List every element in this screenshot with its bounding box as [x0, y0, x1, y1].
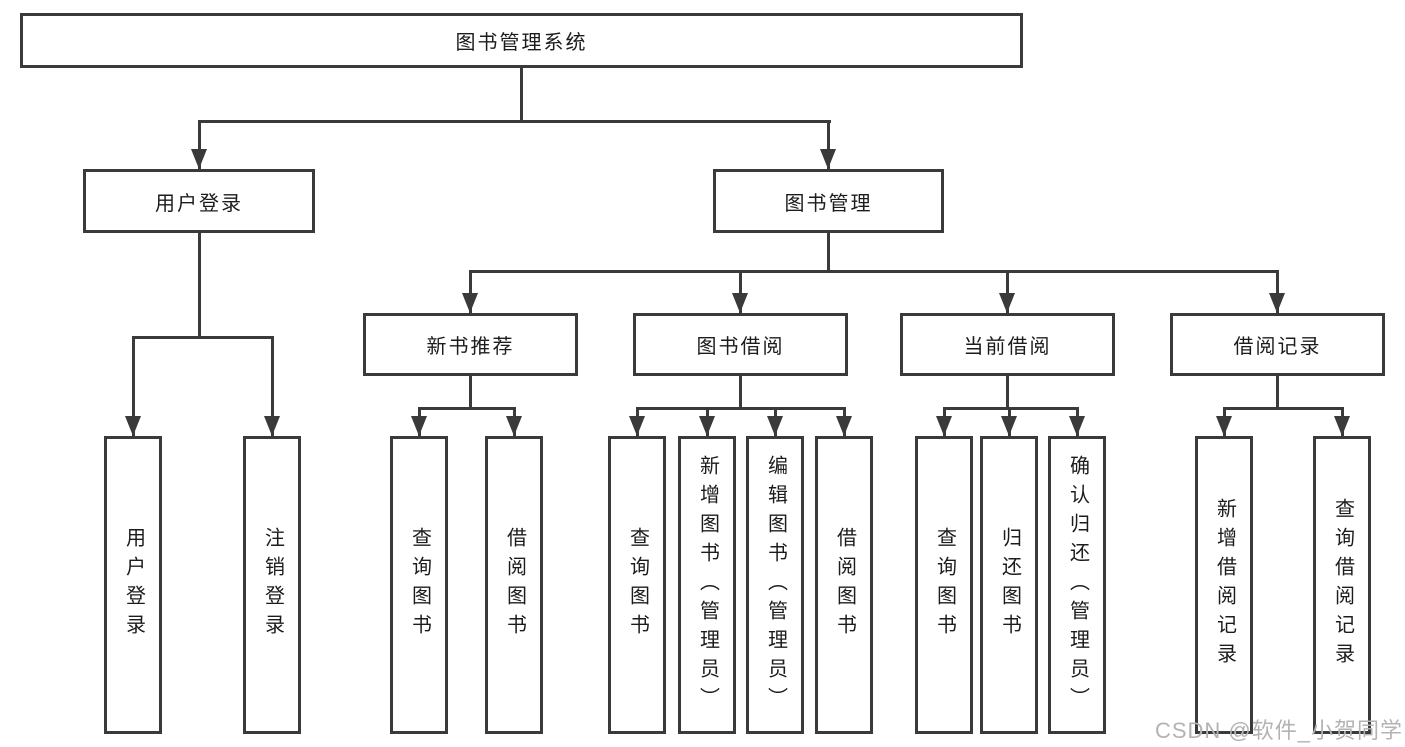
node-label: 新增借阅记录 [1213, 498, 1236, 672]
node-label: 新增图书（管理员） [696, 454, 719, 716]
node-current-borrowing: 当前借阅 [900, 313, 1115, 376]
arrow-down-icon [936, 416, 952, 436]
node-label: 归还图书 [998, 527, 1021, 643]
connector-line [469, 270, 1279, 273]
connector-line [1223, 407, 1343, 410]
node-label: 借阅图书 [833, 527, 856, 643]
node-label: 用户登录 [122, 527, 145, 643]
arrow-down-icon [462, 293, 478, 313]
arrow-down-icon [264, 416, 280, 436]
connector-line [418, 407, 516, 410]
arrow-down-icon [1269, 293, 1285, 313]
arrow-down-icon [699, 416, 715, 436]
leaf-edit-book-admin: 编辑图书（管理员） [746, 436, 804, 734]
leaf-confirm-return-admin: 确认归还（管理员） [1048, 436, 1106, 734]
leaf-query-books-3: 查询图书 [915, 436, 973, 734]
node-label: 当前借阅 [963, 336, 1052, 358]
leaf-user-login: 用户登录 [104, 436, 162, 734]
node-label: 用户登录 [155, 192, 243, 215]
node-label: 确认归还（管理员） [1066, 454, 1089, 716]
leaf-logout: 注销登录 [243, 436, 301, 734]
connector-line [469, 270, 472, 313]
arrow-down-icon [767, 416, 783, 436]
arrow-down-icon [629, 416, 645, 436]
arrow-down-icon [820, 149, 836, 169]
connector-line [132, 336, 135, 436]
node-label: 新书推荐 [426, 336, 515, 358]
connector-line [739, 376, 742, 407]
csdn-watermark: CSDN @软件_小贺同学 [1154, 718, 1403, 743]
arrow-down-icon [191, 149, 207, 169]
connector-line [1006, 270, 1009, 313]
leaf-add-book-admin: 新增图书（管理员） [678, 436, 736, 734]
connector-line [198, 120, 201, 169]
arrow-down-icon [732, 293, 748, 313]
node-label: 查询图书 [408, 527, 431, 643]
leaf-add-borrow-record: 新增借阅记录 [1195, 436, 1253, 734]
connector-line [198, 120, 831, 123]
connector-line [827, 120, 830, 169]
connector-line [1006, 376, 1009, 407]
node-label: 编辑图书（管理员） [764, 454, 787, 716]
node-label: 图书管理系统 [455, 32, 588, 54]
arrow-down-icon [836, 416, 852, 436]
connector-line [827, 233, 830, 270]
arrow-down-icon [1216, 416, 1232, 436]
connector-line [198, 233, 201, 336]
arrow-down-icon [411, 416, 427, 436]
node-book-management: 图书管理 [713, 169, 944, 233]
node-library-management-system: 图书管理系统 [20, 13, 1023, 68]
leaf-borrow-books: 借阅图书 [485, 436, 543, 734]
node-book-borrowing: 图书借阅 [633, 313, 848, 376]
leaf-query-books-2: 查询图书 [608, 436, 666, 734]
arrow-down-icon [1334, 416, 1350, 436]
node-label: 注销登录 [261, 527, 284, 643]
node-user-login: 用户登录 [83, 169, 315, 233]
connector-line [132, 336, 274, 339]
connector-line [271, 336, 274, 436]
connector-line [739, 270, 742, 313]
connector-line [1276, 270, 1279, 313]
connector-line [1276, 376, 1279, 407]
connector-line [636, 407, 845, 410]
node-label: 借阅记录 [1233, 336, 1322, 358]
arrow-down-icon [1001, 416, 1017, 436]
leaf-query-borrow-record: 查询借阅记录 [1313, 436, 1371, 734]
leaf-return-book: 归还图书 [980, 436, 1038, 734]
node-label: 查询图书 [933, 527, 956, 643]
node-label: 查询图书 [626, 527, 649, 643]
arrow-down-icon [1069, 416, 1085, 436]
node-label: 查询借阅记录 [1331, 498, 1354, 672]
connector-line [469, 376, 472, 407]
leaf-borrow-books-2: 借阅图书 [815, 436, 873, 734]
leaf-query-books: 查询图书 [390, 436, 448, 734]
node-new-book-recommend: 新书推荐 [363, 313, 578, 376]
node-label: 图书管理 [784, 192, 873, 215]
arrow-down-icon [125, 416, 141, 436]
arrow-down-icon [506, 416, 522, 436]
node-label: 借阅图书 [503, 527, 526, 643]
node-label: 图书借阅 [696, 336, 785, 358]
node-borrowing-records: 借阅记录 [1170, 313, 1385, 376]
arrow-down-icon [999, 293, 1015, 313]
connector-line [520, 68, 523, 120]
